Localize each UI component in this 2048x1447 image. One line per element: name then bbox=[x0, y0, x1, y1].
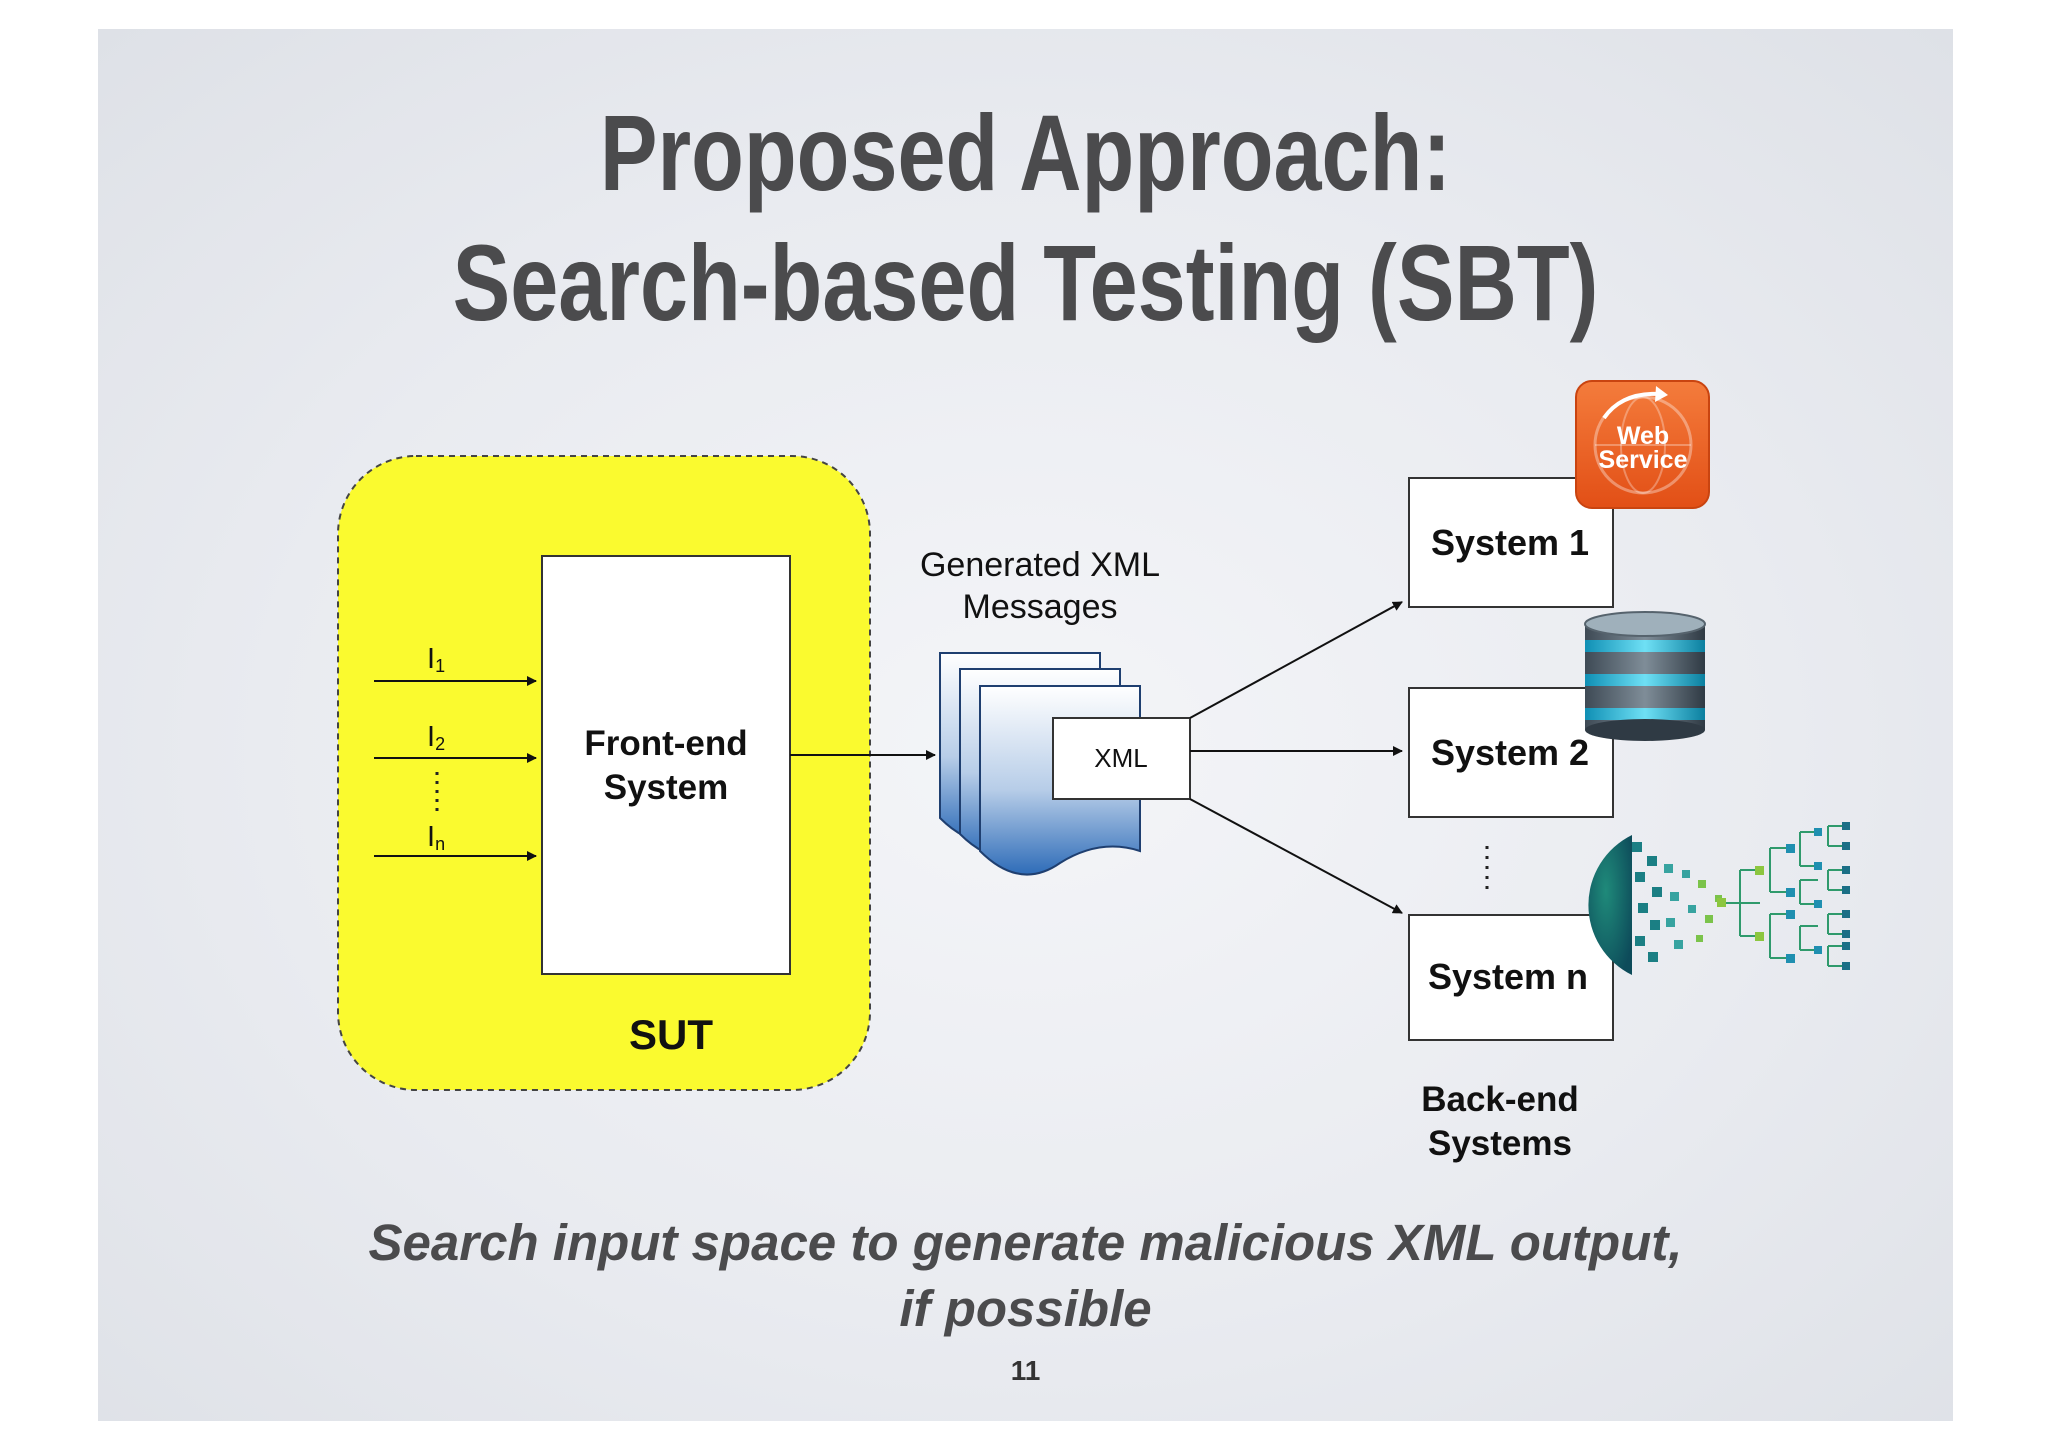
arrow-to-system-n bbox=[1189, 798, 1403, 914]
slide-title-line-1: Proposed Approach: bbox=[599, 92, 1452, 213]
svg-text:I2: I2 bbox=[427, 721, 445, 754]
svg-text:I1: I1 bbox=[427, 643, 445, 676]
caption-line-2: if possible bbox=[899, 1280, 1152, 1337]
input-i1: I1 bbox=[374, 643, 537, 686]
arrow-to-system-1 bbox=[1189, 601, 1403, 719]
sut-label: SUT bbox=[629, 1011, 713, 1058]
backend-label-line-1: Back-end bbox=[1421, 1080, 1579, 1119]
data-tree-icon bbox=[1588, 822, 1850, 975]
system-1-label: System 1 bbox=[1431, 522, 1589, 563]
input-in-base: I bbox=[427, 821, 435, 853]
input-i1-base: I bbox=[427, 643, 435, 675]
system-n-box bbox=[1408, 914, 1614, 1041]
messages-label-line-2: Messages bbox=[963, 588, 1118, 626]
input-i2: I2 bbox=[374, 721, 537, 763]
input-i2-base: I bbox=[427, 721, 435, 753]
web-service-icon: Web Service bbox=[1575, 380, 1710, 509]
slide-title-line-2: Search-based Testing (SBT) bbox=[452, 222, 1599, 343]
input-in-sub: n bbox=[435, 834, 445, 854]
system-2-label: System 2 bbox=[1431, 732, 1589, 773]
messages-label-line-1: Generated XML bbox=[920, 546, 1160, 584]
page-number: 11 bbox=[1010, 1355, 1041, 1386]
frontend-system-box bbox=[541, 555, 791, 975]
svg-text:In: In bbox=[427, 821, 445, 854]
input-i2-sub: 2 bbox=[435, 734, 445, 754]
input-i1-sub: 1 bbox=[435, 656, 445, 676]
xml-label: XML bbox=[1094, 743, 1147, 773]
system-2-box bbox=[1408, 687, 1614, 818]
system-n-label: System n bbox=[1428, 956, 1588, 997]
caption-line-1: Search input space to generate malicious… bbox=[368, 1214, 1683, 1271]
web-service-label-line-1: Web bbox=[1617, 422, 1669, 450]
input-in: In bbox=[374, 821, 537, 861]
backend-label-line-2: Systems bbox=[1428, 1124, 1572, 1163]
frontend-label-line-1: Front-end bbox=[584, 724, 747, 763]
frontend-label-line-2: System bbox=[604, 768, 729, 807]
database-icon bbox=[1584, 611, 1706, 741]
xml-box bbox=[1052, 717, 1191, 800]
web-service-label-line-2: Service bbox=[1599, 446, 1688, 474]
